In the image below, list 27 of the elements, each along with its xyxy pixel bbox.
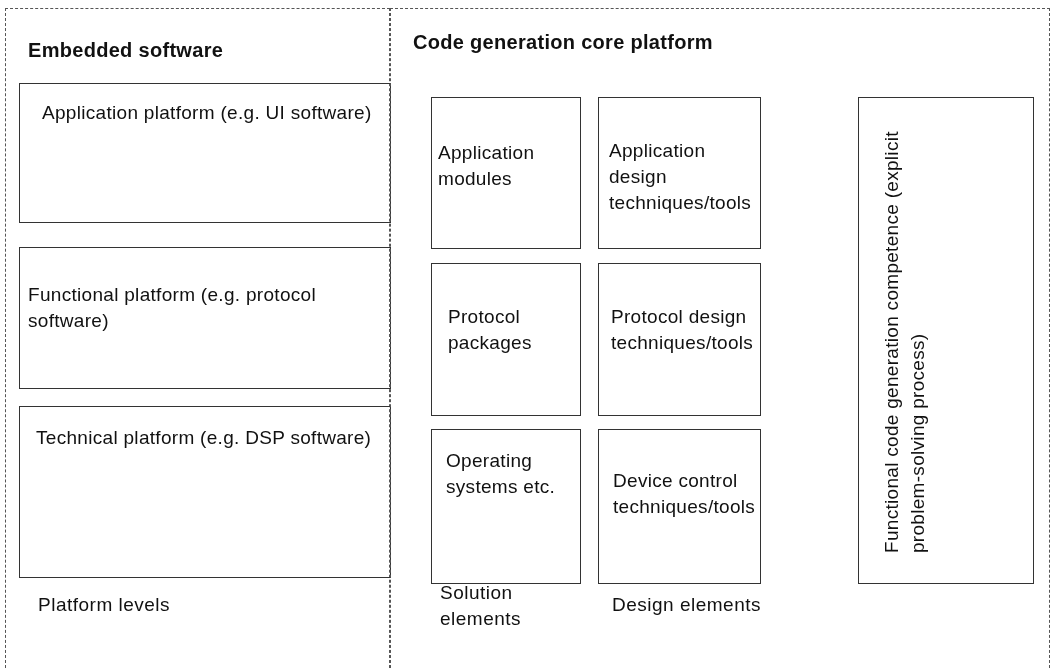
box-label: Protocol packages <box>448 305 533 355</box>
box-label: Application modules <box>438 141 536 191</box>
box-label: Application design techniques/tools <box>609 139 753 215</box>
column-caption: Platform levels <box>38 593 172 617</box>
element-box <box>19 247 391 389</box>
panel-heading: Embedded software <box>28 38 225 63</box>
box-label: Functional code generation competence (explicit problem-solving process) <box>880 130 929 553</box>
box-label: Operating systems etc. <box>446 449 557 499</box>
element-box <box>19 83 391 223</box>
element-box <box>598 263 761 416</box>
element-box <box>431 429 581 584</box>
panel-frame <box>5 8 390 668</box>
box-label: Application platform (e.g. UI software) <box>42 101 372 125</box>
element-box <box>858 97 1034 584</box>
column-caption: Solution elements <box>440 581 523 631</box>
panel-frame <box>390 8 1050 668</box>
box-label: Technical platform (e.g. DSP software) <box>36 426 373 450</box>
element-box <box>598 97 761 249</box>
box-label: Device control techniques/tools <box>613 469 757 519</box>
box-label: Protocol design techniques/tools <box>611 305 755 355</box>
column-caption: Design elements <box>612 593 763 617</box>
element-box <box>431 97 581 249</box>
box-label: Functional platform (e.g. protocol software) <box>28 283 317 333</box>
element-box <box>19 406 391 578</box>
panel-heading: Code generation core platform <box>413 30 714 55</box>
element-box <box>431 263 581 416</box>
element-box <box>598 429 761 584</box>
